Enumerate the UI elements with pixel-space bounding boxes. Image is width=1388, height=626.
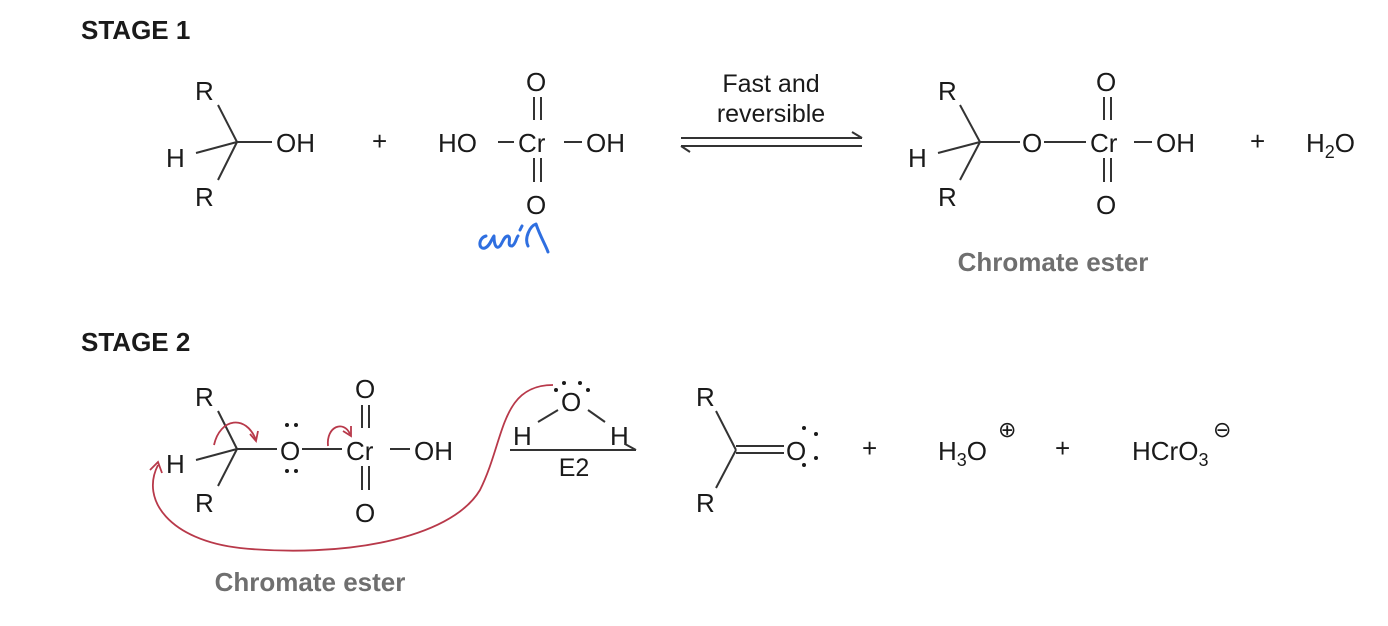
lone-pair-dot xyxy=(586,388,590,392)
ester-o: O xyxy=(1022,128,1042,158)
lone-pair-dot xyxy=(562,381,566,385)
lone-pair-dot xyxy=(802,463,806,467)
hydronium-product: H3O ⊕ xyxy=(938,417,1016,470)
chromite-sub: 3 xyxy=(1198,450,1208,470)
chromic-o-top: O xyxy=(526,67,546,97)
water-reagent: O H H xyxy=(513,381,629,451)
curved-arrow-ch-bond xyxy=(213,421,257,446)
svg-text:HCrO3: HCrO3 xyxy=(1132,436,1208,470)
positive-charge-icon: ⊕ xyxy=(998,417,1016,442)
lone-pair-dot xyxy=(285,469,289,473)
water-h: H xyxy=(1306,128,1325,158)
lone-pair-dot xyxy=(578,381,582,385)
ester2-r-top: R xyxy=(195,382,214,412)
bond xyxy=(217,104,238,143)
chromic-o-bottom: O xyxy=(526,190,546,220)
chromic-cr: Cr xyxy=(518,128,546,158)
water-o: O xyxy=(1335,128,1355,158)
reaction-arrow-e2: E2 xyxy=(510,443,637,482)
arrowhead xyxy=(149,460,163,474)
lone-pair-dot xyxy=(294,423,298,427)
bond xyxy=(195,141,238,154)
curved-arrow-water-to-h xyxy=(152,384,554,552)
reagent-h-left: H xyxy=(513,421,532,451)
alcohol-molecule: R H R OH xyxy=(166,76,315,212)
chromic-ho: HO xyxy=(438,128,477,158)
negative-charge-icon: ⊖ xyxy=(1213,417,1231,442)
arrowhead xyxy=(342,426,352,438)
ester2-o: O xyxy=(280,436,300,466)
stage2-title: STAGE 2 xyxy=(81,327,190,357)
arrowhead xyxy=(249,430,259,443)
ester-h: H xyxy=(908,143,927,173)
lone-pair-dot xyxy=(285,423,289,427)
water-sub: 2 xyxy=(1325,142,1335,162)
arrow-label-line2: reversible xyxy=(717,100,825,128)
ketone-product: R R O xyxy=(696,382,818,518)
ester-r-top: R xyxy=(938,76,957,106)
chromite-product: HCrO3 ⊖ xyxy=(1132,417,1231,470)
chromite-formula: HCrO xyxy=(1132,436,1198,466)
ketone-o: O xyxy=(786,436,806,466)
alcohol-r-top: R xyxy=(195,76,214,106)
ester2-o-bottom: O xyxy=(355,498,375,528)
ester2-h: H xyxy=(166,449,185,479)
arrow-label-line1: Fast and xyxy=(722,70,819,98)
ketone-r-bottom: R xyxy=(696,488,715,518)
handwritten-note xyxy=(478,222,550,254)
lone-pair-dot xyxy=(294,469,298,473)
alcohol-oh: OH xyxy=(276,128,315,158)
plus-sign: + xyxy=(1055,433,1070,463)
stage2-caption: Chromate ester xyxy=(215,567,406,597)
ester-o-bottom: O xyxy=(1096,190,1116,220)
stage1-title: STAGE 1 xyxy=(81,15,190,45)
alcohol-r-bottom: R xyxy=(195,182,214,212)
water-product: H2O xyxy=(1306,128,1355,162)
lone-pair-dot xyxy=(554,388,558,392)
ester-oh: OH xyxy=(1156,128,1195,158)
plus-sign: + xyxy=(1250,126,1265,156)
curved-arrow-o-cr xyxy=(327,425,351,447)
hydronium-h: H xyxy=(938,436,957,466)
ester-cr: Cr xyxy=(1090,128,1118,158)
chromate-ester-product: R H R O Cr OH O O xyxy=(908,67,1195,220)
ester-r-bottom: R xyxy=(938,182,957,212)
handwriting-stroke xyxy=(478,222,550,254)
plus-sign: + xyxy=(862,433,877,463)
chromic-acid-molecule: O HO Cr OH O xyxy=(438,67,625,220)
arrow-label-e2: E2 xyxy=(559,454,590,482)
lone-pair-dot xyxy=(802,426,806,430)
reagent-o: O xyxy=(561,387,581,417)
bond xyxy=(217,141,238,181)
hydronium-o: O xyxy=(967,436,987,466)
ester2-oh: OH xyxy=(414,436,453,466)
ester2-r-bottom: R xyxy=(195,488,214,518)
mechanism-arrows xyxy=(149,384,554,552)
ester2-o-top: O xyxy=(355,374,375,404)
lone-pair-dot xyxy=(814,432,818,436)
reagent-h-right: H xyxy=(610,421,629,451)
alcohol-h: H xyxy=(166,143,185,173)
lone-pair-dot xyxy=(814,456,818,460)
chromate-ester-reactant: R H R O Cr OH O O xyxy=(166,374,453,528)
ester-o-top: O xyxy=(1096,67,1116,97)
stage1-caption: Chromate ester xyxy=(958,247,1149,277)
equilibrium-arrow: Fast and reversible xyxy=(680,70,863,153)
hydronium-sub: 3 xyxy=(957,450,967,470)
svg-text:H2O: H2O xyxy=(1306,128,1355,162)
ketone-r-top: R xyxy=(696,382,715,412)
ester2-cr: Cr xyxy=(346,436,374,466)
svg-text:H3O: H3O xyxy=(938,436,987,470)
plus-sign: + xyxy=(372,126,387,156)
chromic-oh: OH xyxy=(586,128,625,158)
